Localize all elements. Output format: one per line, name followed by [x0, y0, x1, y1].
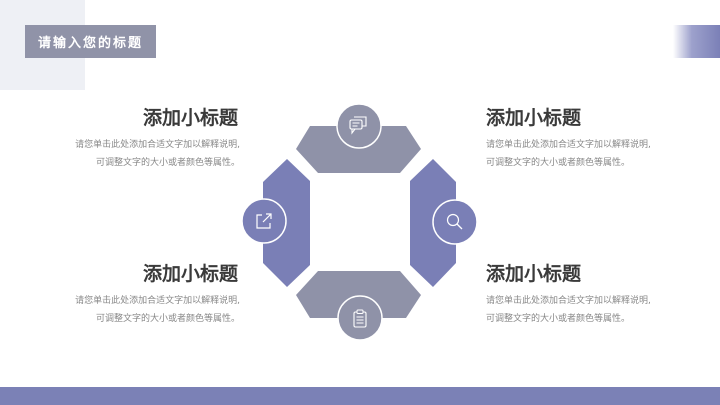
text-block-bottom-left: 添加小标题 请您单击此处添加合适文字加以解释说明, 可调整文字的大小或者颜色等属性…: [30, 262, 240, 328]
body-line: 可调整文字的大小或者颜色等属性。: [95, 314, 240, 324]
text-block-bottom-right: 添加小标题 请您单击此处添加合适文字加以解释说明, 可调整文字的大小或者颜色等属性…: [486, 262, 696, 328]
subtitle-body: 请您单击此处添加合适文字加以解释说明, 可调整文字的大小或者颜色等属性。: [486, 136, 696, 172]
subtitle-heading: 添加小标题: [486, 263, 582, 285]
subtitle-heading: 添加小标题: [142, 107, 238, 129]
text-block-top-right: 添加小标题 请您单击此处添加合适文字加以解释说明, 可调整文字的大小或者颜色等属性…: [486, 106, 696, 172]
top-segment: [296, 126, 421, 173]
chat-icon: [336, 103, 382, 149]
body-line: 请您单击此处添加合适文字加以解释说明,: [486, 140, 651, 150]
body-line: 请您单击此处添加合适文字加以解释说明,: [486, 296, 651, 306]
body-line: 可调整文字的大小或者颜色等属性。: [95, 158, 240, 168]
body-line: 可调整文字的大小或者颜色等属性。: [486, 314, 631, 324]
clipboard-icon: [337, 295, 383, 341]
top-right-gradient-bar: [673, 25, 720, 58]
subtitle-body: 请您单击此处添加合适文字加以解释说明, 可调整文字的大小或者颜色等属性。: [486, 292, 696, 328]
body-line: 请您单击此处添加合适文字加以解释说明,: [75, 140, 240, 150]
subtitle-heading: 添加小标题: [142, 263, 238, 285]
subtitle-body: 请您单击此处添加合适文字加以解释说明, 可调整文字的大小或者颜色等属性。: [30, 136, 240, 172]
body-line: 请您单击此处添加合适文字加以解释说明,: [75, 296, 240, 306]
body-line: 可调整文字的大小或者颜色等属性。: [486, 158, 631, 168]
bottom-accent-bar: [0, 387, 720, 405]
share-icon: [241, 198, 287, 244]
subtitle-heading: 添加小标题: [486, 107, 582, 129]
subtitle-body: 请您单击此处添加合适文字加以解释说明, 可调整文字的大小或者颜色等属性。: [30, 292, 240, 328]
text-block-top-left: 添加小标题 请您单击此处添加合适文字加以解释说明, 可调整文字的大小或者颜色等属性…: [30, 106, 240, 172]
page-title: 请输入您的标题: [25, 25, 156, 58]
search-icon: [432, 199, 478, 245]
bottom-segment: [296, 271, 421, 318]
